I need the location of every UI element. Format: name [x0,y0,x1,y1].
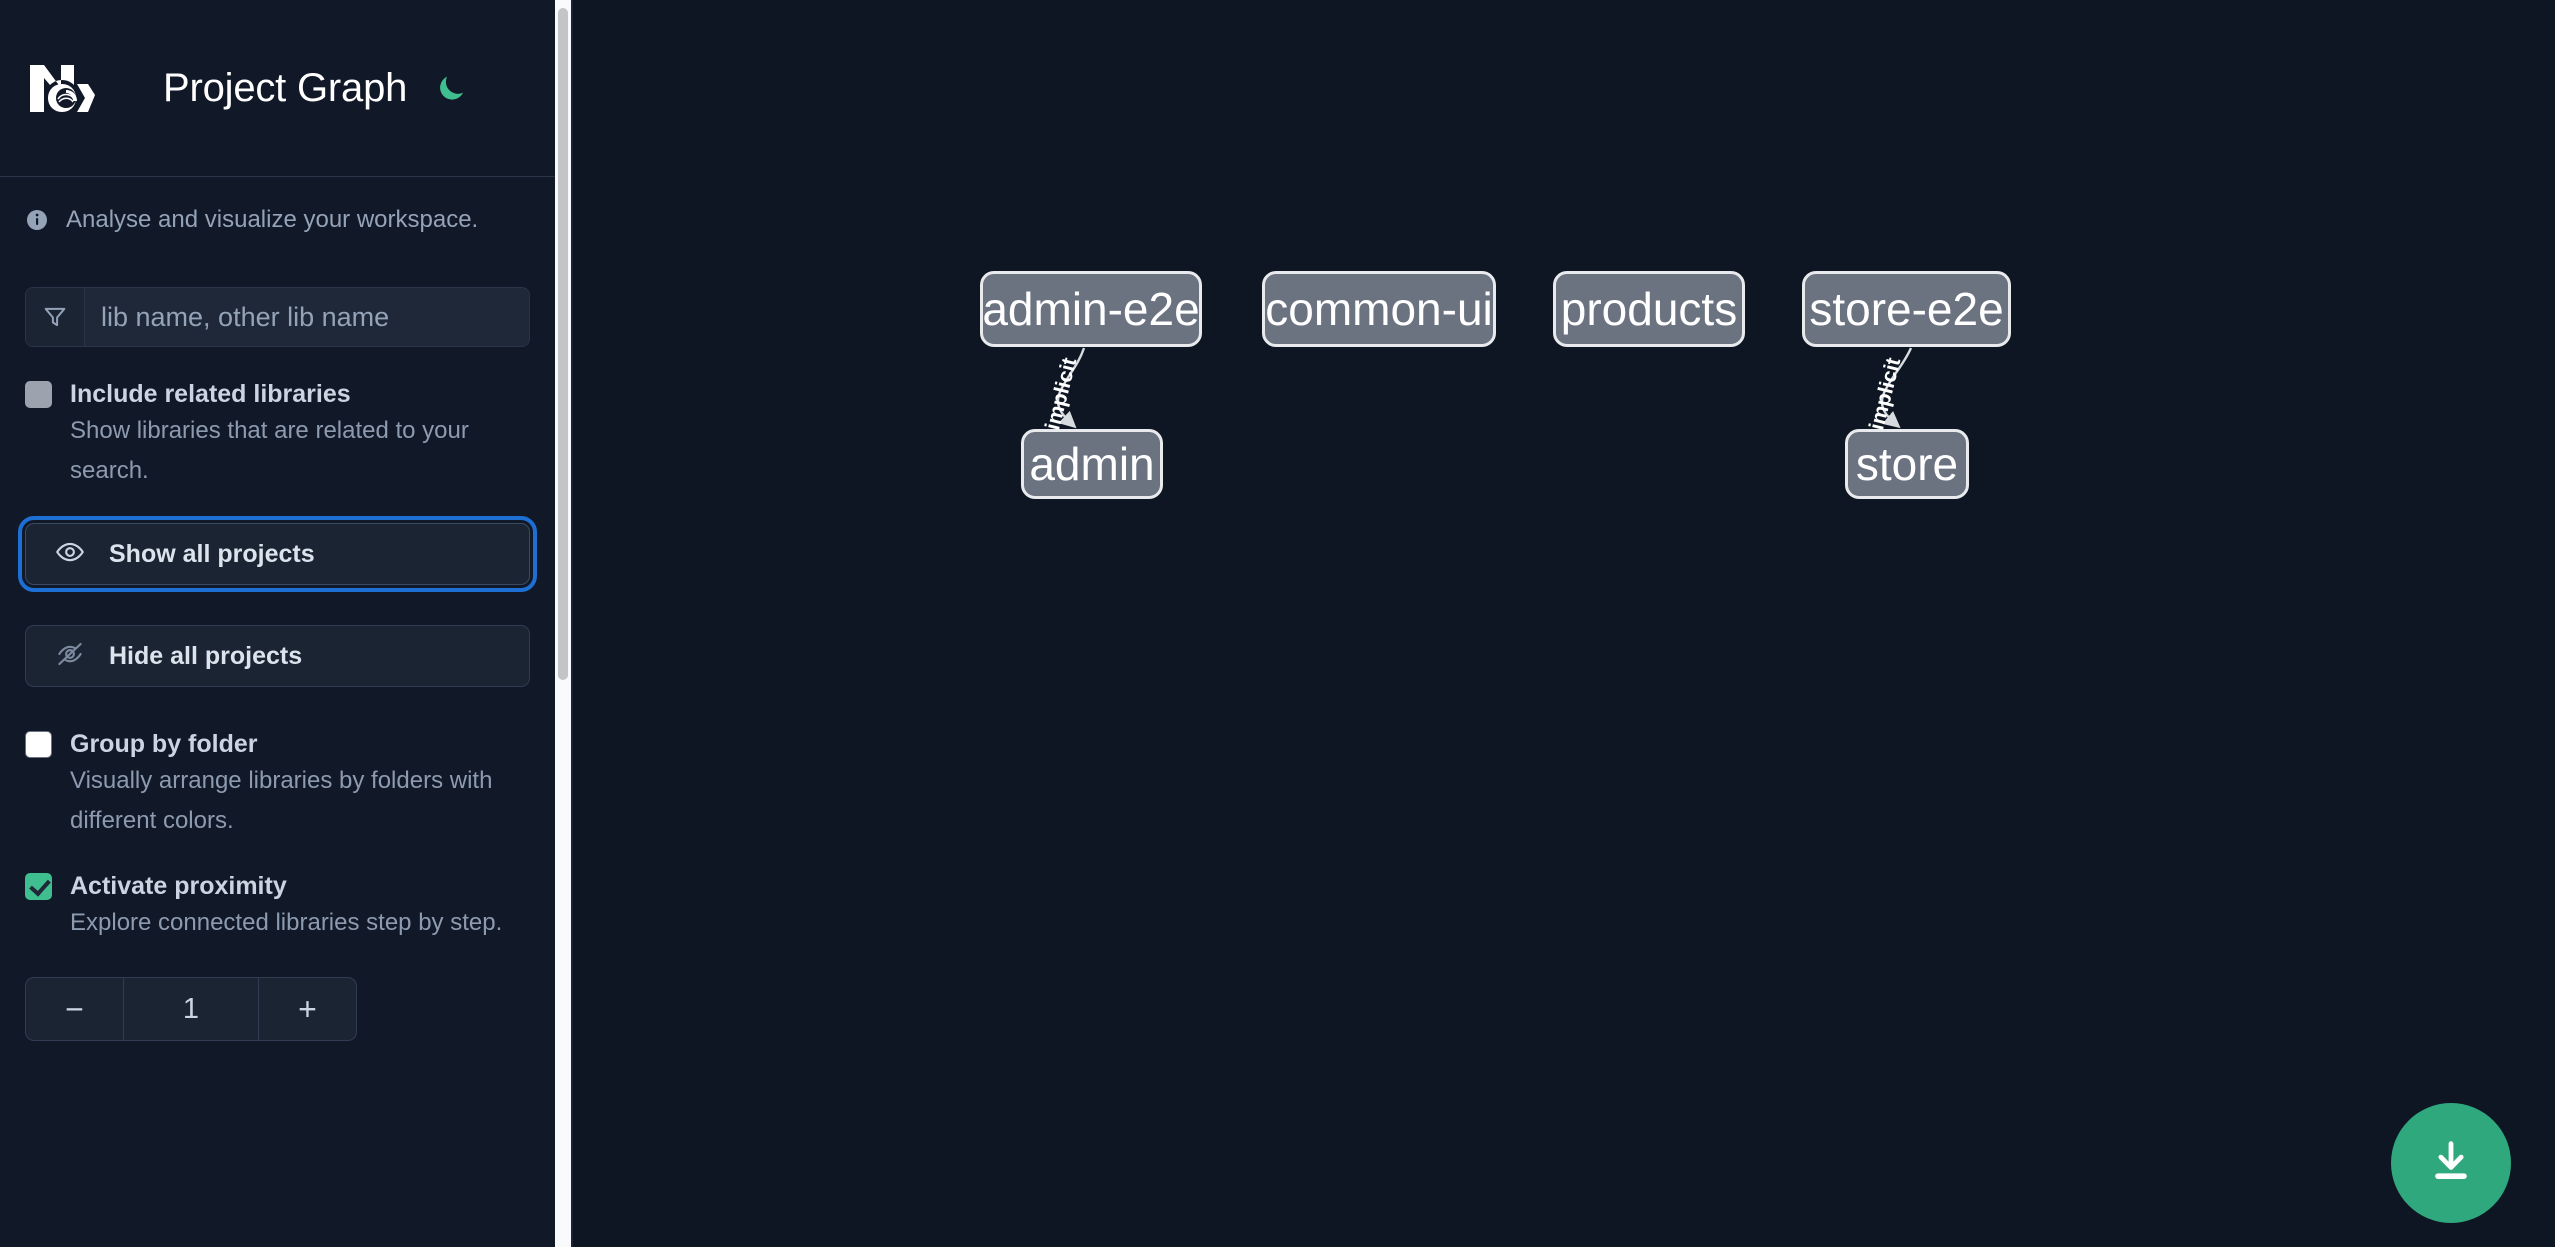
moon-icon[interactable] [431,68,471,108]
edge-label-admin-implicit: implicit [1041,355,1082,433]
option-label: Include related libraries [70,380,351,408]
option-description: Explore connected libraries step by step… [70,909,503,936]
app-title: Project Graph [163,65,408,110]
proximity-increment-button[interactable]: + [258,978,356,1040]
eye-icon [55,537,85,572]
graph-node-admin-e2e[interactable]: admin-e2e [980,271,1202,347]
hide-all-projects-button[interactable]: Hide all projects [25,625,530,687]
proximity-decrement-button[interactable]: − [26,978,124,1040]
checkbox-activate-proximity[interactable] [25,873,52,900]
download-graph-button[interactable] [2391,1103,2511,1223]
tagline-text: Analyse and visualize your workspace. [66,206,479,233]
sidebar-divider [571,0,573,1247]
graph-canvas[interactable]: admin-e2e common-ui products store-e2e a… [573,0,2555,1247]
graph-edges [1056,347,1913,429]
search-section [0,234,555,347]
graph-node-admin[interactable]: admin [1021,429,1163,499]
show-all-projects-button[interactable]: Show all projects [18,516,537,592]
proximity-stepper: − 1 + [0,977,555,1041]
info-icon [25,208,49,232]
sidebar: Project Graph Analyse and visualize your… [0,0,555,1247]
hide-all-projects-label: Hide all projects [109,641,303,670]
checkbox-group-by-folder[interactable] [25,731,52,758]
option-label: Activate proximity [70,872,287,900]
search-input[interactable] [85,288,529,346]
checkbox-include-related-libraries[interactable] [25,381,52,408]
proximity-value: 1 [182,992,200,1025]
eye-off-icon [55,639,85,674]
graph-node-store-e2e[interactable]: store-e2e [1802,271,2011,347]
option-group-by-folder[interactable]: Group by folder Visually arrange librari… [0,727,555,841]
graph-node-store[interactable]: store [1845,429,1969,499]
search-box[interactable] [25,287,530,347]
download-icon [2425,1135,2477,1192]
sidebar-scrollbar-thumb[interactable] [558,8,568,680]
option-label: Group by folder [70,730,258,758]
option-description: Show libraries that are related to your … [70,417,469,484]
nx-logo-icon [25,55,125,122]
filter-funnel-icon [26,288,85,346]
sidebar-header: Project Graph [0,0,555,177]
sidebar-actions: Show all projects Hide all projects [0,516,555,687]
show-all-projects-label: Show all projects [109,539,315,568]
option-activate-proximity[interactable]: Activate proximity Explore connected lib… [0,869,555,943]
option-description: Visually arrange libraries by folders wi… [70,767,493,834]
graph-node-products[interactable]: products [1553,271,1745,347]
option-include-related-libraries[interactable]: Include related libraries Show libraries… [0,377,555,491]
edge-label-store-implicit: implicit [1865,355,1906,433]
sidebar-tagline: Analyse and visualize your workspace. [0,177,555,234]
graph-node-common-ui[interactable]: common-ui [1262,271,1496,347]
